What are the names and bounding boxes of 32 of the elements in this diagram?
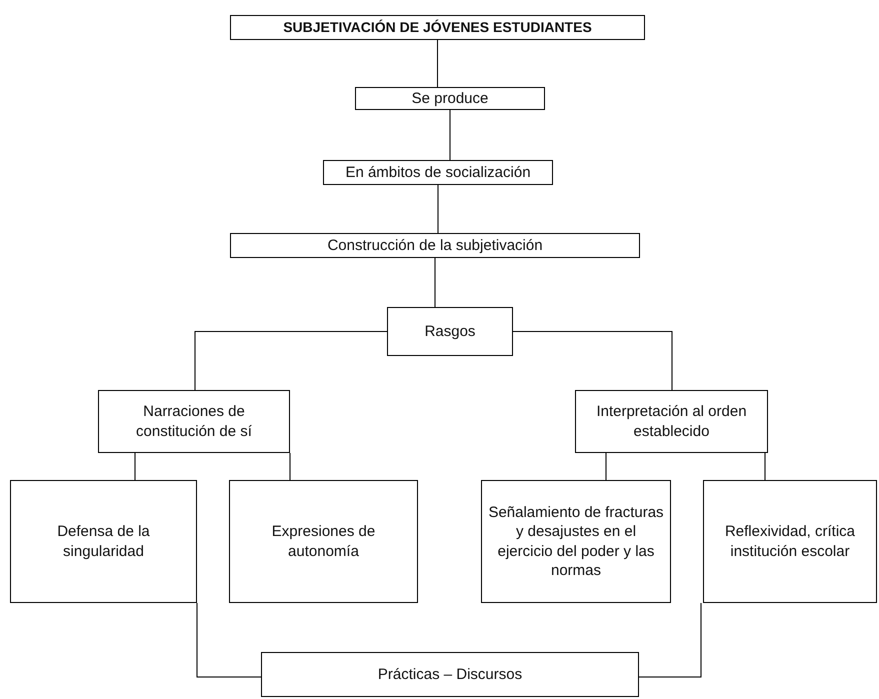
concept-box [229,480,418,603]
concept-box [98,390,290,453]
connector-line [196,602,262,678]
box-text: En ámbitos de socialización [345,162,531,182]
connector-line [134,452,136,480]
concept-box [355,87,545,110]
title-box [230,15,645,40]
concept-box [387,307,513,356]
box-text: Prácticas – Discursos [378,664,522,684]
box-text: Narraciones de constitución de sí [135,402,253,441]
concept-box [481,480,671,603]
connector-line [512,331,672,390]
concept-box [10,480,197,603]
box-text: Señalamiento de fracturas y desajustes en el ejercicio del poder y las normas [488,502,664,580]
box-text: Rasgos [424,322,476,342]
box-text: Se produce [412,88,488,108]
box-text: Expresiones de autonomía [270,522,376,561]
box-text: Reflexividad, crítica institución escolar [724,522,856,561]
box-text: Construcción de la subjetivación [327,236,543,256]
connector-line [434,258,436,308]
connector-line [194,331,388,390]
concept-box [575,390,768,453]
connector-line [437,40,438,88]
concept-box [323,160,553,185]
box-text: SUBJETIVACIÓN DE JÓVENES ESTUDIANTES [283,18,592,37]
concept-box [230,233,640,258]
box-text: Defensa de la singularidad [56,522,151,561]
concept-box [261,652,639,697]
connector-line [638,602,702,678]
connector-line [764,452,766,480]
concept-box [703,480,877,603]
box-text: Interpretación al orden establecido [595,402,748,441]
